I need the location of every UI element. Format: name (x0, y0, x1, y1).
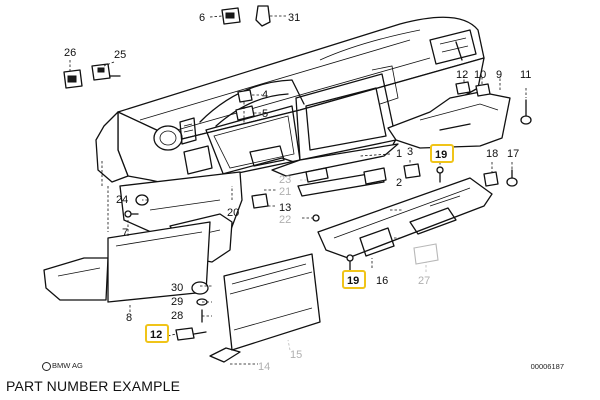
label-4: 4 (262, 89, 268, 101)
part-labels: 1 2 3 4 5 6 7 8 9 10 11 12 13 14 15 16 1… (64, 12, 531, 373)
floor-cover (43, 257, 109, 301)
leader-lines (69, 15, 527, 365)
label-13: 13 (279, 202, 291, 214)
label-31: 31 (288, 12, 300, 24)
bmw-logo-icon (42, 362, 51, 371)
highlight-label-12: 12 (150, 329, 162, 341)
label-7: 7 (122, 227, 128, 239)
trim-strip (271, 143, 399, 177)
label-2: 2 (396, 177, 402, 189)
label-27: 27 (418, 275, 430, 287)
label-28: 28 (171, 310, 183, 322)
highlighted-labels: 12 19 19 (145, 144, 454, 343)
right-lower-trim (387, 91, 511, 149)
label-12-top: 12 (456, 69, 468, 81)
label-10: 10 (474, 69, 486, 81)
small-parts (63, 5, 532, 341)
highlight-label-19-top: 19 (435, 149, 447, 161)
label-17: 17 (507, 148, 519, 160)
label-23: 23 (279, 174, 291, 186)
cover-panel (209, 253, 321, 363)
glove-box-panel (317, 177, 493, 259)
label-25: 25 (114, 49, 126, 61)
label-11: 11 (520, 69, 531, 81)
dashboard-assembly (95, 16, 485, 187)
label-22: 22 (279, 214, 291, 226)
label-24: 24 (116, 194, 128, 206)
label-21: 21 (279, 186, 291, 198)
label-1: 1 (396, 148, 402, 160)
brand-copyright: BMW AG (52, 361, 83, 370)
label-8: 8 (126, 312, 132, 324)
label-3: 3 (407, 146, 413, 158)
highlight-box-12 (145, 324, 169, 343)
highlight-label-19-bottom: 19 (347, 275, 359, 287)
label-26: 26 (64, 47, 76, 59)
highlight-box-19-top (430, 144, 454, 163)
label-14: 14 (258, 361, 270, 373)
label-9: 9 (496, 69, 502, 81)
highlight-box-19-bottom (342, 270, 366, 289)
label-15: 15 (290, 349, 302, 361)
label-30: 30 (171, 282, 183, 294)
label-20: 20 (227, 207, 239, 219)
label-16: 16 (376, 275, 388, 287)
diagram-id: 00006187 (530, 362, 564, 371)
label-18: 18 (486, 148, 498, 160)
label-5: 5 (262, 108, 268, 120)
label-6: 6 (199, 12, 205, 24)
caption: PART NUMBER EXAMPLE (6, 378, 181, 394)
label-29: 29 (171, 296, 183, 308)
